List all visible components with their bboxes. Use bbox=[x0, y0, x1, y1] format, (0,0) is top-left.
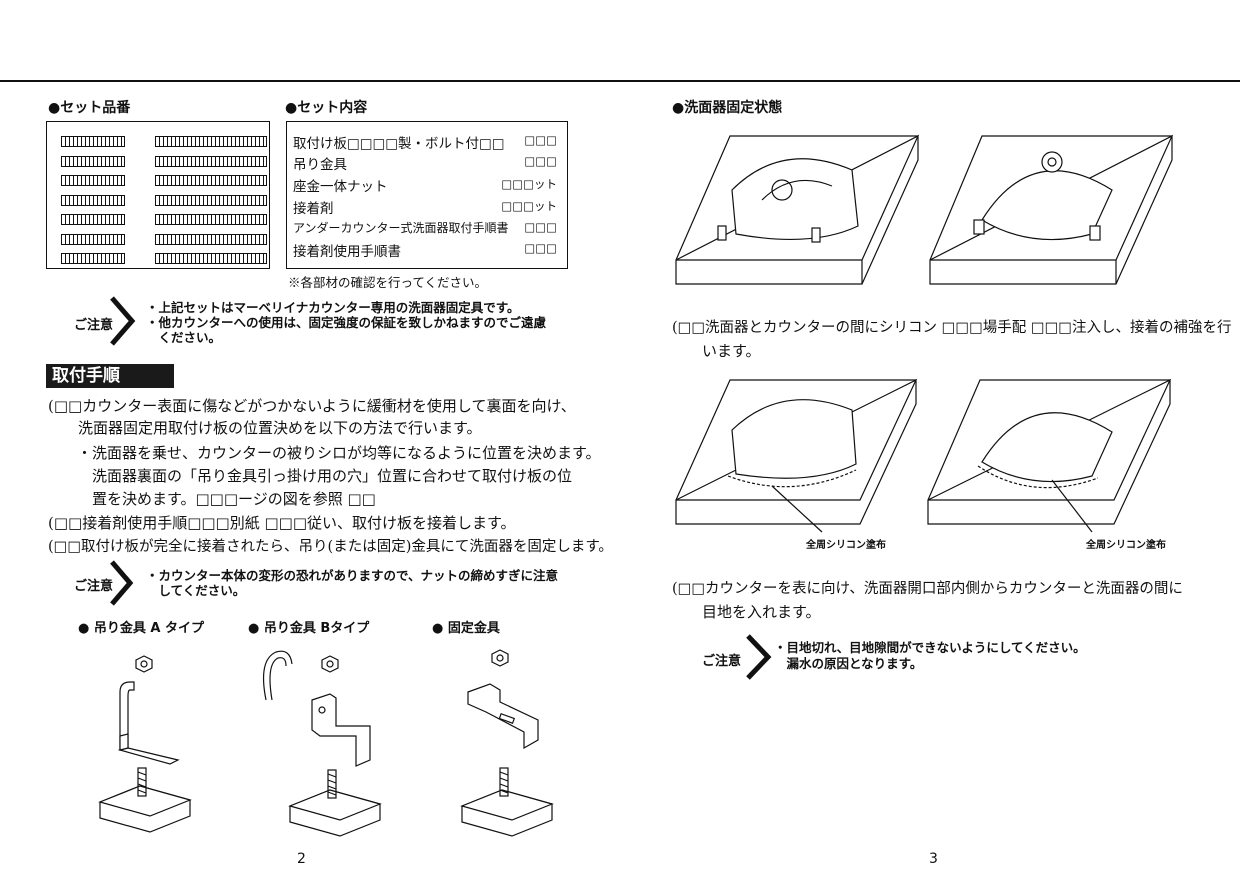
counter-topside-drawing bbox=[929, 134, 1174, 285]
set-number-heading: ●セット品番 bbox=[48, 100, 131, 116]
contents-qty-3: □□□ット bbox=[501, 177, 557, 191]
caution-chevron-icon bbox=[73, 296, 137, 346]
silicone-illustrations bbox=[675, 378, 1172, 533]
right-heading: ●洗面器固定状態 bbox=[672, 100, 783, 116]
contents-item-1: 取付け板□□□□製・ボルト付□□ bbox=[293, 136, 505, 152]
product-code-long bbox=[155, 155, 267, 167]
caution-1-line-3: ください。 bbox=[146, 330, 222, 345]
silicone-caption-1: 全周シリコン塗布 bbox=[806, 540, 886, 551]
step-5-line-1: (□□カウンターを表に向け、洗面器開口部内側からカウンターと洗面器の間に bbox=[672, 581, 1183, 597]
fixing-bracket-drawing bbox=[460, 649, 554, 837]
page-number-right: 3 bbox=[929, 851, 938, 867]
product-code-long bbox=[155, 253, 267, 264]
contents-qty-4: □□□ット bbox=[501, 199, 557, 213]
fig-hanger-a-title: ● 吊り金具 A タイプ bbox=[78, 621, 204, 636]
fig-fixing-title: ● 固定金具 bbox=[432, 621, 500, 636]
product-code-short bbox=[61, 155, 125, 167]
contents-item-6: 接着剤使用手順書 bbox=[293, 244, 401, 260]
product-code-long bbox=[155, 233, 267, 245]
contents-item-5: アンダーカウンター式洗面器取付手順書 bbox=[293, 221, 509, 235]
contents-qty-6: □□□ bbox=[524, 241, 557, 255]
silicone-topside-drawing bbox=[927, 378, 1172, 533]
caution-2-line-1: ・カウンター本体の変形の恐れがありますので、ナットの締めすぎに注意 bbox=[146, 568, 559, 583]
product-code-short bbox=[61, 136, 125, 147]
step-3: (□□取付け板が完全に接着されたら、吊り(または固定)金具にて洗面器を固定します… bbox=[48, 539, 613, 555]
silicone-underside-drawing bbox=[675, 378, 918, 533]
step-2: (□□接着剤使用手順□□□別紙 □□□従い、取付け板を接着します。 bbox=[48, 514, 516, 532]
counter-underside-drawing bbox=[675, 134, 920, 285]
caution-label: ご注意 bbox=[74, 318, 114, 333]
fixed-state-illustrations bbox=[675, 134, 1174, 285]
step-1-line-4: 洗面器裏面の「吊り金具引っ掛け用の穴」位置に合わせて取付け板の位 bbox=[62, 467, 573, 485]
page-number-left: 2 bbox=[297, 851, 306, 867]
caution-3-line-2: 漏水の原因となります。 bbox=[774, 656, 923, 671]
product-code-long bbox=[155, 214, 267, 225]
caution-2-line-2: してください。 bbox=[146, 583, 246, 598]
set-contents-heading: ●セット内容 bbox=[285, 100, 368, 116]
contents-item-4: 接着剤 bbox=[293, 201, 334, 217]
hanger-b-drawing bbox=[263, 650, 382, 837]
product-code-long bbox=[155, 175, 267, 186]
caution-3-line-1: ・目地切れ、目地隙間ができないようにしてください。 bbox=[774, 640, 1086, 655]
contents-item-3: 座金一体ナット bbox=[293, 179, 388, 195]
step-1-line-1: (□□カウンター表面に傷などがつかないように緩衝材を使用して裏面を向け、 bbox=[48, 397, 576, 415]
contents-qty-5: □□□ bbox=[524, 220, 557, 234]
product-code-long bbox=[155, 194, 267, 206]
caution-chevron-icon bbox=[110, 560, 134, 606]
step-1-line-3: ・洗面器を乗せ、カウンターの被りシロが均等になるように位置を決めます。 bbox=[62, 444, 601, 462]
caution-chevron-icon bbox=[746, 634, 772, 680]
contents-item-2: 吊り金具 bbox=[293, 157, 347, 173]
step-1-line-5: 置を決めます。□□□ージの図を参照 □□ bbox=[62, 490, 376, 508]
step-4-line-2: います。 bbox=[672, 342, 761, 360]
contents-qty-1: □□□ bbox=[524, 133, 557, 147]
caution-1-line-2: ・他カウンターへの使用は、固定強度の保証を致しかねますのでご遠慮 bbox=[146, 315, 547, 330]
hanger-a-drawing bbox=[98, 655, 192, 833]
product-code-short bbox=[61, 194, 125, 206]
contents-note: ※各部材の確認を行ってください。 bbox=[288, 275, 488, 290]
step-4-line-1: (□□洗面器とカウンターの間にシリコン □□□場手配 □□□注入し、接着の補強を… bbox=[672, 320, 1232, 336]
hardware-illustrations bbox=[98, 649, 554, 837]
product-code-short bbox=[61, 175, 125, 186]
product-code-short bbox=[61, 253, 125, 264]
fig-hanger-b-title: ● 吊り金具 Bタイプ bbox=[248, 621, 370, 636]
caution-1-line-1: ・上記セットはマーベリイナカウンター専用の洗面器固定具です。 bbox=[146, 300, 520, 315]
product-code-short bbox=[61, 214, 125, 225]
step-5-line-2: 目地を入れます。 bbox=[672, 603, 821, 621]
set-contents-table: 取付け板□□□□製・ボルト付□□ □□□ 吊り金具 □□□ 座金一体ナット □□… bbox=[286, 121, 568, 269]
step-1-line-2: 洗面器固定用取付け板の位置決めを以下の方法で行います。 bbox=[48, 419, 482, 437]
contents-qty-2: □□□ bbox=[524, 154, 557, 168]
caution-label: ご注意 bbox=[74, 579, 114, 594]
product-code-short bbox=[61, 233, 125, 245]
section-title: 取付手順 bbox=[46, 364, 174, 388]
top-rule bbox=[0, 80, 1240, 82]
caution-label: ご注意 bbox=[702, 654, 742, 669]
product-code-long bbox=[155, 136, 267, 147]
set-number-table bbox=[46, 121, 270, 269]
silicone-caption-2: 全周シリコン塗布 bbox=[1086, 540, 1166, 551]
